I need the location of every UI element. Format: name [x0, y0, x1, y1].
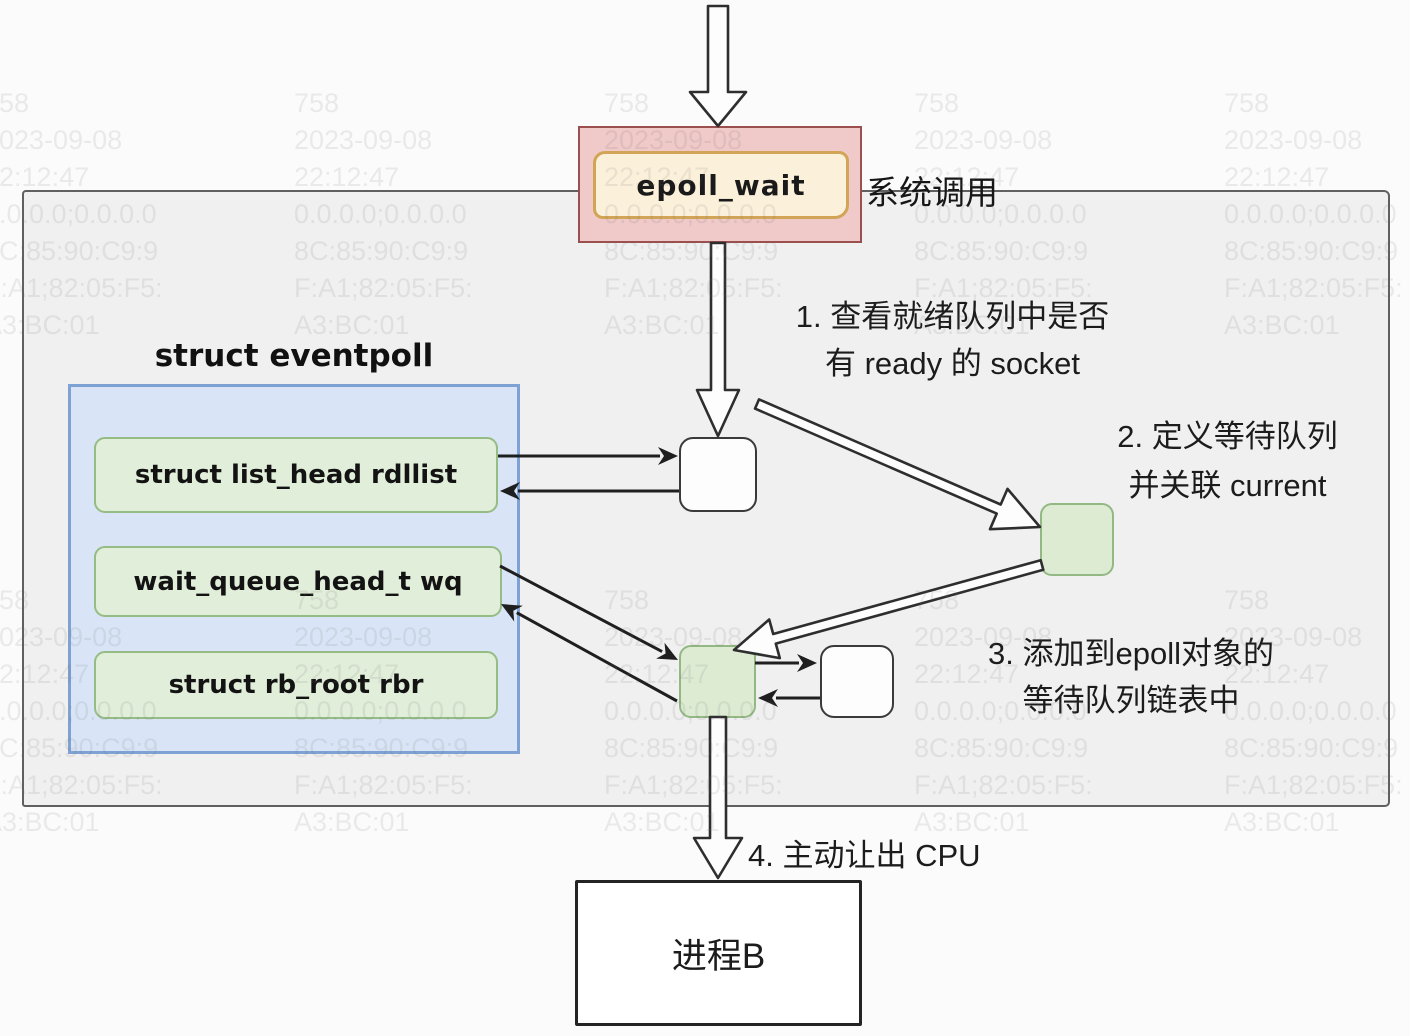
wait-queue-entry-node	[679, 645, 756, 718]
epoll-wait-label: epoll_wait	[636, 168, 806, 202]
arrow-enter-syscall	[688, 4, 748, 128]
watermark-line: 758	[1224, 88, 1270, 118]
queue-item-node	[820, 645, 894, 718]
field-rdllist: struct list_head rdllist	[94, 437, 498, 513]
epoll-wait-box: epoll_wait	[593, 151, 849, 219]
eventpoll-struct-title: struct eventpoll	[154, 338, 434, 374]
step4-annotation: 4. 主动让出 CPU	[748, 832, 981, 879]
step2-line1: 2. 定义等待队列	[1117, 419, 1338, 454]
process-b-box: 进程B	[575, 880, 862, 1026]
watermark-line: 2023-09-08	[914, 125, 1053, 155]
watermark-line: 2023-09-08	[294, 125, 433, 155]
step1-line1: 1. 查看就绪队列中是否	[795, 299, 1110, 334]
wait-queue-node	[1040, 503, 1114, 576]
process-b-label: 进程B	[671, 936, 766, 976]
watermark-line: 758	[0, 88, 30, 118]
watermark-line: A3:BC:01	[294, 807, 410, 837]
step1-annotation: 1. 查看就绪队列中是否 有 ready 的 socket	[745, 293, 1160, 387]
watermark-line: 758	[604, 88, 650, 118]
watermark-line: A3:BC:01	[0, 807, 100, 837]
step4-line1: 4. 主动让出 CPU	[748, 838, 981, 873]
step2-annotation: 2. 定义等待队列 并关联 current	[1075, 412, 1380, 510]
watermark-line: A3:BC:01	[1224, 807, 1340, 837]
step2-line2: 并关联 current	[1128, 468, 1327, 503]
step3-line2: 等待队列链表中	[1022, 683, 1240, 718]
syscall-box: epoll_wait	[578, 126, 862, 243]
step1-line2: 有 ready 的 socket	[825, 346, 1080, 381]
field-rbr: struct rb_root rbr	[94, 651, 498, 719]
field-wq: wait_queue_head_t wq	[94, 546, 502, 617]
step3-line1: 3. 添加到epoll对象的	[988, 636, 1274, 671]
watermark-line: 2023-09-08	[1224, 125, 1363, 155]
step3-annotation: 3. 添加到epoll对象的 等待队列链表中	[950, 630, 1312, 724]
syscall-annotation: 系统调用	[866, 174, 998, 211]
watermark-line: 758	[294, 88, 340, 118]
rdllist-node	[679, 437, 757, 512]
watermark-line: 2023-09-08	[0, 125, 123, 155]
watermark-line: 758	[914, 88, 960, 118]
